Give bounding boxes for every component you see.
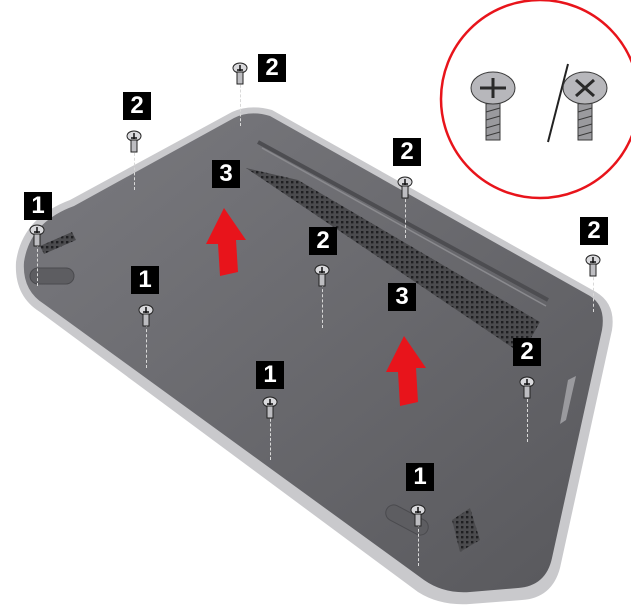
step-label: 1 [24,192,52,220]
screw-guide-line [527,394,528,442]
screw-guide-line [593,272,594,312]
screw-type-callout [441,0,631,198]
screw-icon [314,264,330,288]
screw-icon [397,176,413,200]
step-label: 2 [309,227,337,255]
screw-guide-line [146,324,147,368]
screw-guide-line [322,284,323,328]
screw-guide-line [270,414,271,460]
screw-icon [519,376,535,400]
step-label: 2 [580,217,608,245]
step-label: 2 [513,338,541,366]
step-label: 1 [406,463,434,491]
screw-icon [29,224,45,248]
step-label: 1 [256,361,284,389]
step-label: 2 [123,92,151,120]
screw-icon [232,62,248,86]
screw-guide-line [37,244,38,286]
screw-guide-line [405,194,406,238]
screw-icon [410,504,426,528]
step-label: 2 [393,138,421,166]
step-label: 2 [258,54,286,82]
screw-icon [585,254,601,278]
screw-guide-line [240,80,241,126]
screw-guide-line [134,148,135,190]
step-label: 3 [212,160,240,188]
step-label: 1 [131,266,159,294]
screw-icon [138,304,154,328]
screw-icon [126,130,142,154]
step-label: 3 [388,283,416,311]
screw-guide-line [418,524,419,566]
screw-icon [262,396,278,420]
